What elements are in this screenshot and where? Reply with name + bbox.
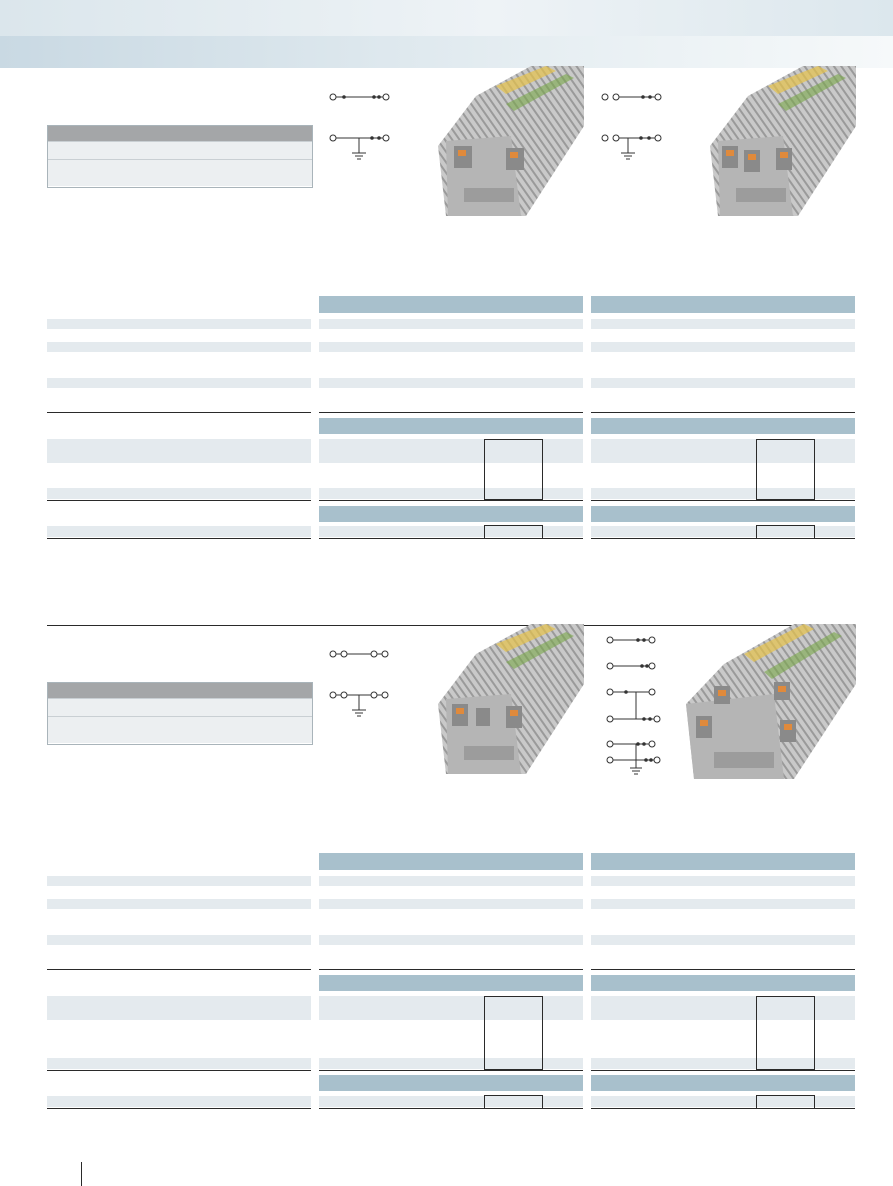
table-row xyxy=(319,876,583,886)
legend-row xyxy=(48,141,312,159)
legend-row xyxy=(48,716,312,743)
page-header-band xyxy=(0,0,893,36)
terminal-block-photo-icon xyxy=(438,66,584,216)
table-row xyxy=(319,526,583,537)
table-divider xyxy=(319,538,583,539)
legend-row xyxy=(48,159,312,186)
table-row xyxy=(47,899,311,909)
table-divider xyxy=(591,1108,855,1109)
legend-box xyxy=(47,125,313,188)
table-row xyxy=(319,378,583,388)
table-row xyxy=(319,439,583,463)
table-row xyxy=(591,526,855,537)
table-row xyxy=(47,1096,311,1107)
table-row xyxy=(591,378,855,388)
table-row xyxy=(591,996,855,1020)
pack-unit-box xyxy=(756,1095,815,1109)
table-divider xyxy=(319,500,583,501)
table-divider xyxy=(319,412,583,413)
section-separator xyxy=(47,625,855,626)
table-row xyxy=(591,319,855,329)
table-row xyxy=(319,899,583,909)
table-row xyxy=(591,439,855,463)
table-row xyxy=(591,899,855,909)
table-header xyxy=(591,418,855,434)
table-row xyxy=(319,488,583,499)
page-number-divider xyxy=(81,1162,82,1186)
table-row xyxy=(319,996,583,1020)
terminal-block-photo-icon xyxy=(438,624,584,774)
legend-header xyxy=(48,126,312,141)
table-divider xyxy=(47,969,311,970)
table-divider xyxy=(591,969,855,970)
table-row xyxy=(47,526,311,537)
table-header xyxy=(591,296,855,313)
table-row xyxy=(47,1058,311,1069)
table-divider xyxy=(319,1070,583,1071)
circuit-schematic-icon xyxy=(601,93,662,160)
pack-unit-box xyxy=(484,1095,543,1109)
table-divider xyxy=(47,538,311,539)
table-header xyxy=(319,418,583,434)
table-header xyxy=(591,975,855,991)
table-divider xyxy=(47,1108,311,1109)
legend-row xyxy=(48,698,312,716)
table-row xyxy=(47,342,311,352)
table-header xyxy=(319,296,583,313)
table-row xyxy=(591,876,855,886)
table-row xyxy=(591,342,855,352)
table-divider xyxy=(591,412,855,413)
table-row xyxy=(319,935,583,945)
terminal-block-photo-icon xyxy=(686,624,856,779)
table-row xyxy=(591,488,855,499)
circuit-schematic-icon xyxy=(606,636,661,775)
table-row xyxy=(47,319,311,329)
table-divider xyxy=(47,412,311,413)
table-row xyxy=(47,996,311,1020)
table-header xyxy=(591,1075,855,1091)
table-row xyxy=(319,1096,583,1107)
pack-unit-box xyxy=(484,996,543,1070)
pack-unit-box xyxy=(484,439,543,500)
table-row xyxy=(47,439,311,463)
table-header xyxy=(319,853,583,870)
table-row xyxy=(47,378,311,388)
table-divider xyxy=(319,1108,583,1109)
table-header xyxy=(591,506,855,522)
table-row xyxy=(591,1058,855,1069)
table-row xyxy=(319,1058,583,1069)
table-row xyxy=(591,935,855,945)
pack-unit-box xyxy=(756,525,815,539)
circuit-schematic-icon xyxy=(329,650,389,717)
table-header xyxy=(591,853,855,870)
legend-header xyxy=(48,683,312,698)
table-header xyxy=(319,506,583,522)
table-divider xyxy=(591,538,855,539)
pack-unit-box xyxy=(484,525,543,539)
table-divider xyxy=(319,969,583,970)
table-divider xyxy=(47,1070,311,1071)
table-row xyxy=(591,1096,855,1107)
table-header xyxy=(319,975,583,991)
table-row xyxy=(47,488,311,499)
table-row xyxy=(319,342,583,352)
terminal-block-photo-icon xyxy=(710,66,856,216)
table-row xyxy=(47,935,311,945)
table-divider xyxy=(591,500,855,501)
page-subheader-band xyxy=(0,36,893,68)
table-row xyxy=(319,319,583,329)
pack-unit-box xyxy=(756,996,815,1070)
table-header xyxy=(319,1075,583,1091)
circuit-schematic-icon xyxy=(329,93,390,160)
table-row xyxy=(47,876,311,886)
pack-unit-box xyxy=(756,439,815,500)
table-divider xyxy=(591,1070,855,1071)
table-divider xyxy=(47,500,311,501)
legend-box xyxy=(47,682,313,745)
